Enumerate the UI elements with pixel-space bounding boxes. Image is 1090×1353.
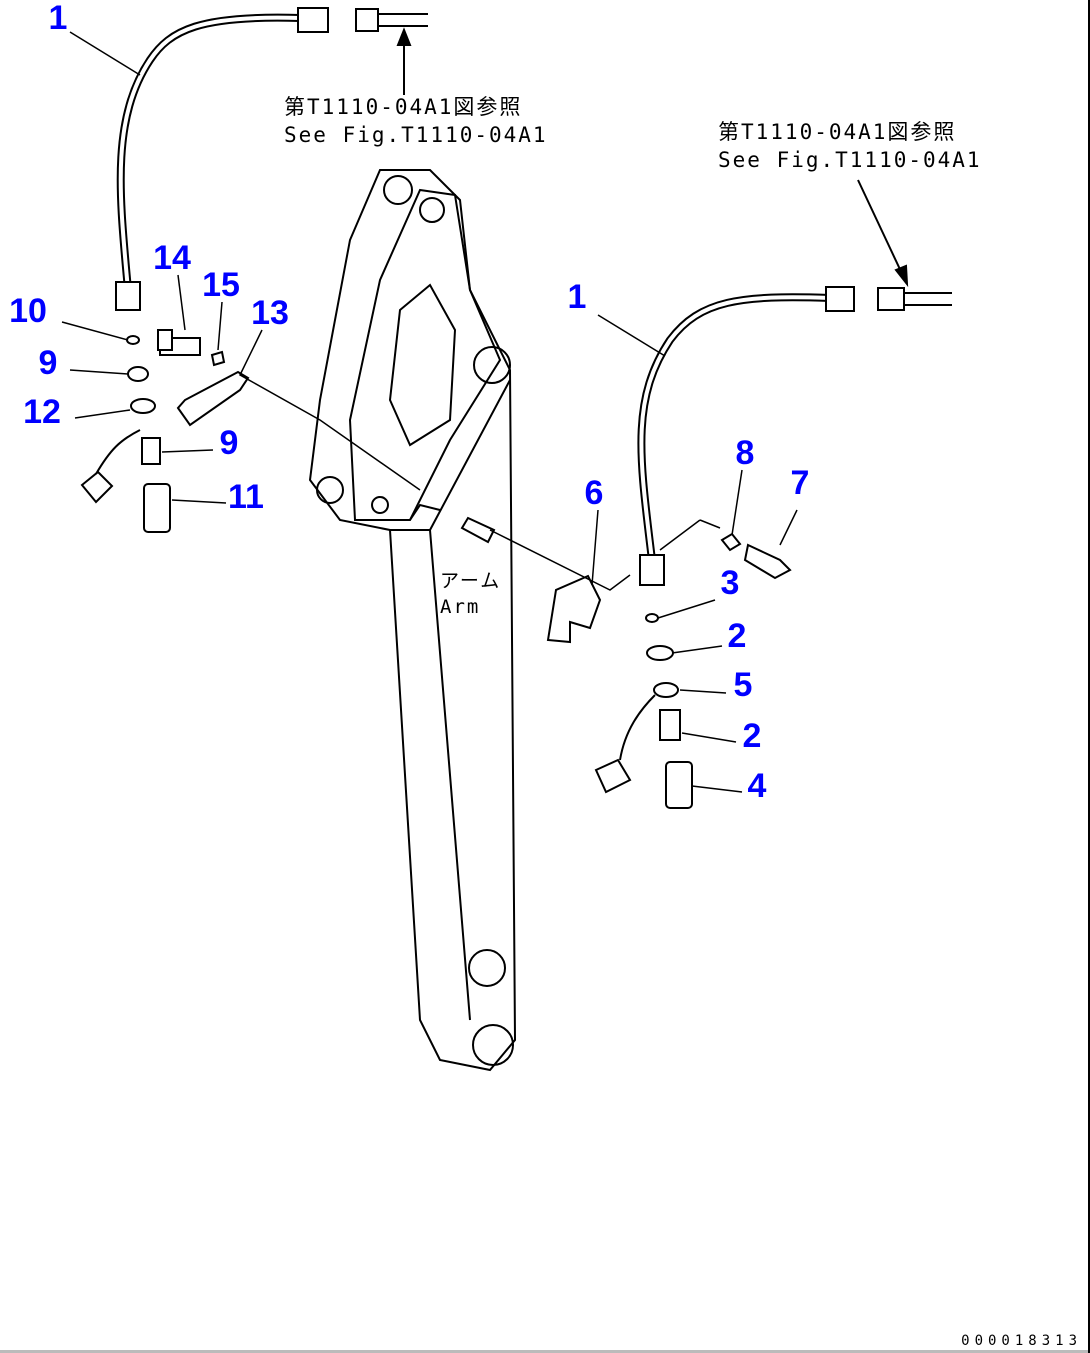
callout-7: 7 — [790, 464, 810, 502]
parts-right — [460, 516, 792, 809]
callout-11: 11 — [228, 478, 264, 516]
leader-lines — [61, 31, 798, 793]
reference-note-1: 第T1110-04A1図参照 See Fig.T1110-04A1 — [284, 93, 548, 149]
callout-9: 9 — [219, 424, 239, 462]
callout-6: 6 — [584, 474, 604, 512]
callout-9: 9 — [38, 344, 58, 382]
figure-code: 000018313 — [961, 1333, 1082, 1349]
callout-2: 2 — [742, 717, 762, 755]
callout-4: 4 — [747, 767, 767, 805]
arm-label: アーム Arm — [440, 568, 501, 620]
callout-1: 1 — [567, 278, 587, 316]
callout-2: 2 — [727, 617, 747, 655]
callout-3: 3 — [720, 564, 740, 602]
reference-en: See Fig.T1110-04A1 — [718, 148, 982, 172]
arm-label-en: Arm — [440, 596, 481, 618]
callout-8: 8 — [735, 434, 755, 472]
callout-12: 12 — [23, 393, 61, 431]
hose-left — [115, 7, 428, 311]
bottom-border — [0, 1350, 1088, 1353]
reference-jp: 第T1110-04A1図参照 — [718, 120, 957, 144]
arm-label-jp: アーム — [440, 570, 502, 592]
parts-left — [80, 329, 250, 533]
callout-10: 10 — [9, 292, 47, 330]
callout-14: 14 — [153, 239, 191, 277]
callout-1: 1 — [48, 0, 68, 37]
reference-note-2: 第T1110-04A1図参照 See Fig.T1110-04A1 — [718, 118, 982, 174]
reference-jp: 第T1110-04A1図参照 — [284, 95, 523, 119]
arm — [308, 169, 517, 1072]
callout-13: 13 — [251, 294, 289, 332]
reference-en: See Fig.T1110-04A1 — [284, 123, 548, 147]
hose-right — [637, 179, 952, 586]
callout-15: 15 — [202, 266, 240, 304]
callout-5: 5 — [733, 666, 753, 704]
